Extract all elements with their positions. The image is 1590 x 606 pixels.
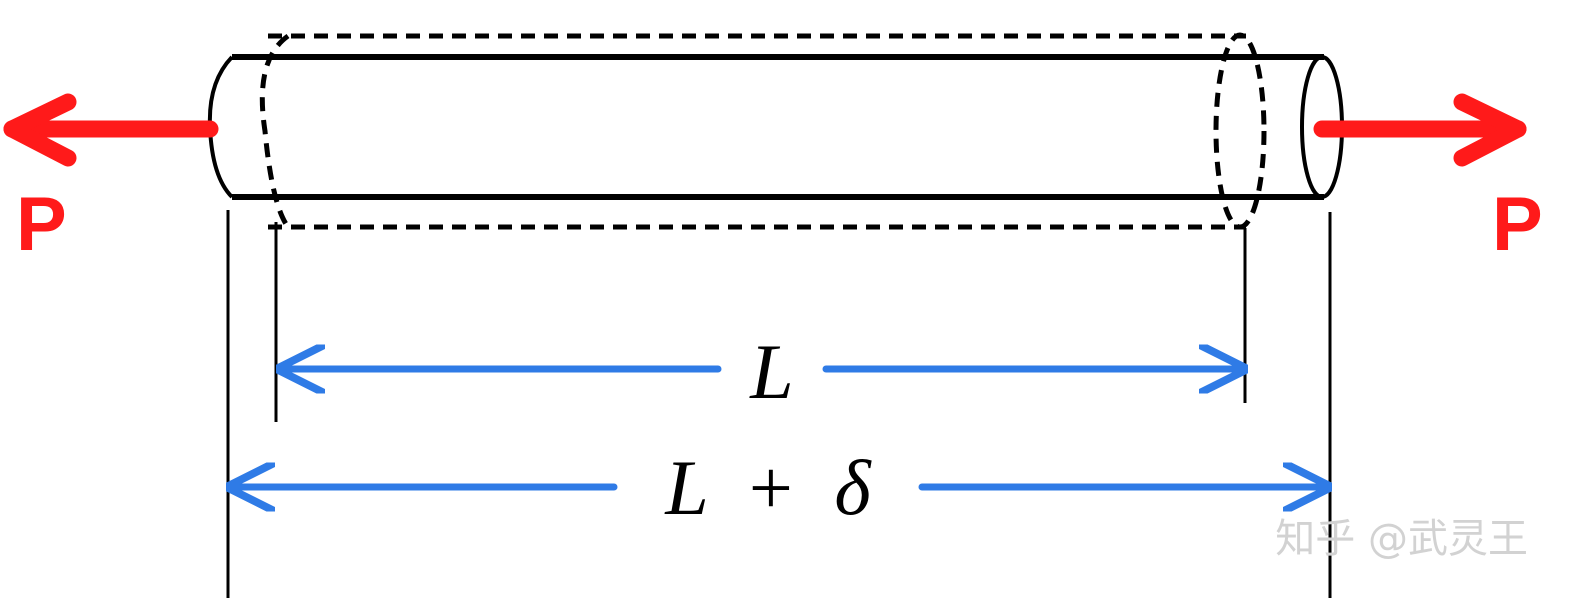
force-arrows [3,93,1527,167]
original-length-label: L [749,328,793,415]
elongated-length-label: L + δ [664,444,872,531]
right-force-arrowhead [1453,93,1527,167]
watermark: 知乎 @武灵王 [1275,516,1528,562]
left-force-arrowhead [3,93,77,167]
elongated-length-base: L [664,444,707,531]
elongated-length-operator: + [749,444,793,531]
elongated-rod [207,54,1344,200]
elongated-length-increment: δ [834,444,872,531]
original-rod-right-end [1213,32,1267,230]
force-label-left: P [16,182,67,267]
force-label-right: P [1492,182,1543,267]
